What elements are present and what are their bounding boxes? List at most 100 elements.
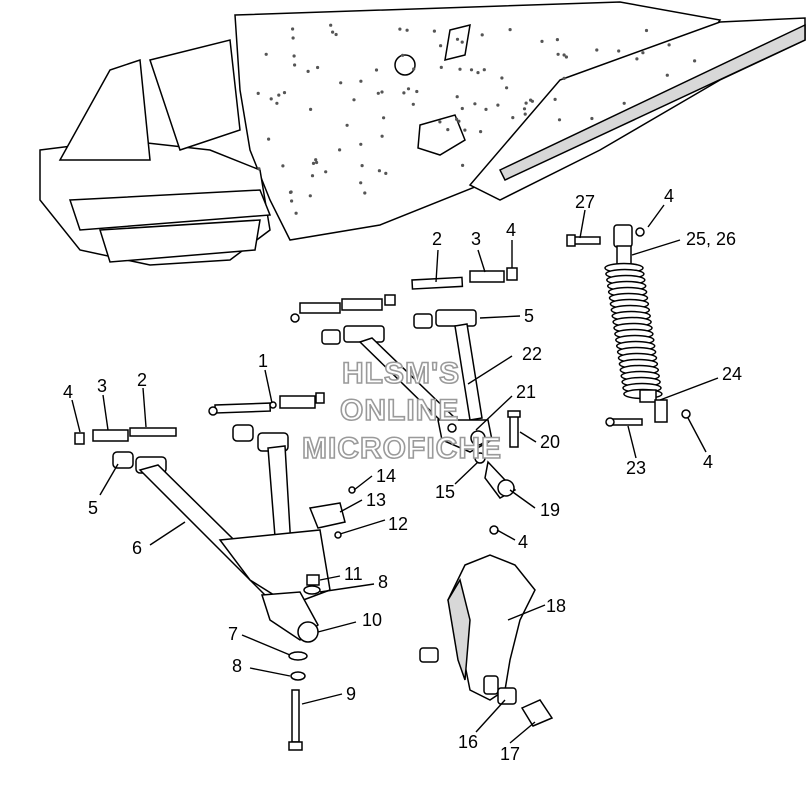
rivet-dot [415, 89, 419, 94]
rivet-dot [473, 102, 477, 106]
rivet-dot [277, 93, 281, 97]
rivet-dot [590, 116, 594, 121]
rivet-dot [522, 107, 527, 111]
rivet-dot [595, 48, 599, 52]
callout-10: 10 [362, 610, 382, 630]
rivet-dot [439, 44, 443, 48]
rivet-dot [622, 101, 626, 105]
rivet-dot [360, 164, 364, 168]
callout-8-lower: 8 [232, 656, 242, 676]
rivet-dot [432, 29, 436, 33]
rivet-dot [500, 76, 504, 80]
rivet-dot [511, 116, 515, 120]
rivet-dot [529, 98, 533, 102]
rivet-dot [311, 161, 316, 165]
upper-arm-hardware [290, 267, 518, 323]
rivet-dot [480, 33, 484, 37]
rivet-dot [275, 101, 279, 105]
callout-19: 19 [540, 500, 560, 520]
shock-absorber [566, 224, 691, 427]
callout-12: 12 [388, 514, 408, 534]
tie-rod-parts [474, 410, 521, 499]
rivet-dot [439, 65, 443, 69]
chassis-frame [39, 1, 806, 266]
callout-2-lower: 2 [137, 370, 147, 390]
callout-3-upper: 3 [471, 229, 481, 249]
rivet-dot [523, 112, 527, 116]
rivet-dot [402, 91, 406, 95]
rivet-dot [555, 38, 560, 42]
callout-numbers: 27 4 25, 26 2 3 4 5 22 1 4 3 2 21 20 24 … [63, 186, 742, 764]
rivet-dot [382, 116, 386, 120]
lower-arm-hardware [74, 392, 325, 445]
rivet-dot [291, 36, 295, 40]
callout-6: 6 [132, 538, 142, 558]
rivet-dot [455, 117, 459, 121]
watermark-line-1: HLSM'S [342, 357, 460, 390]
callout-27: 27 [575, 192, 595, 212]
rivet-dot [562, 53, 566, 57]
rivet-dot [292, 54, 296, 58]
rivet-dot [316, 65, 320, 70]
rivet-dot [345, 123, 349, 127]
rivet-dot [524, 101, 528, 105]
rivet-dot [291, 27, 295, 31]
rivet-dot [457, 119, 461, 123]
rivet-dot [496, 103, 500, 107]
rivet-dot [461, 163, 465, 167]
callout-20: 20 [540, 432, 560, 452]
rivet-dot [331, 30, 335, 34]
rivet-dot [339, 81, 343, 85]
callout-5-lower: 5 [88, 498, 98, 518]
rivet-dot [290, 199, 294, 203]
rivet-dot [617, 49, 621, 53]
rivet-dot [540, 39, 544, 44]
rivet-dot [315, 160, 319, 165]
rivet-dot [665, 73, 669, 77]
rivet-dot [505, 86, 509, 90]
rivet-dot [309, 107, 313, 111]
rivet-dot [460, 40, 464, 44]
rivet-dot [406, 87, 411, 91]
callout-11: 11 [344, 564, 363, 584]
rivet-dot [446, 128, 450, 132]
callout-18: 18 [546, 596, 566, 616]
watermark: HLSM'S ONLINE MICROFICHE [301, 356, 502, 466]
rivet-dot [380, 90, 384, 94]
rivet-dot [308, 194, 312, 198]
rivet-dot [469, 68, 474, 72]
rivet-dot [553, 97, 557, 101]
callout-22: 22 [522, 344, 542, 364]
rivet-dot [329, 23, 333, 27]
callout-4-lower: 4 [63, 382, 73, 402]
rivet-dot [460, 106, 464, 111]
rivet-dot [352, 98, 356, 102]
rivet-dot [557, 118, 562, 122]
rivet-dot [324, 170, 328, 174]
callout-17: 17 [500, 744, 520, 764]
callout-24: 24 [722, 364, 742, 384]
rivet-dot [256, 91, 260, 95]
rivet-dot [293, 63, 297, 67]
rivet-dot [359, 181, 363, 185]
rivet-dot [257, 167, 261, 171]
rivet-dot [267, 137, 271, 141]
rivet-dot [338, 148, 342, 152]
callout-15: 15 [435, 482, 455, 502]
small-hardware [288, 486, 356, 751]
rivet-dot [376, 91, 380, 95]
callout-5-upper: 5 [524, 306, 534, 326]
rivet-dot [282, 91, 287, 95]
rivet-dot [334, 32, 338, 37]
rivet-dot [359, 79, 363, 83]
rivet-dot [288, 190, 293, 194]
watermark-line-3: MICROFICHE [302, 432, 502, 465]
rivet-dot [476, 71, 480, 75]
rivet-dot [458, 67, 462, 71]
rivet-dot [644, 28, 649, 33]
leader-lines [71, 204, 719, 744]
rivet-dot [310, 174, 315, 178]
rivet-dot [314, 158, 318, 162]
callout-9: 9 [346, 684, 356, 704]
rivet-dot [482, 68, 486, 72]
